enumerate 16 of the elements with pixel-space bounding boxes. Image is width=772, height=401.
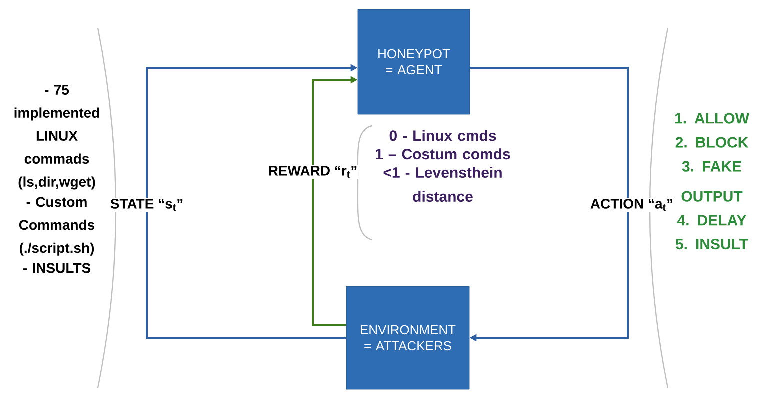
edge-label: ACTION “a$_{t}$” bbox=[589, 198, 675, 212]
edge-label: REWARD “r$_{t}$” bbox=[267, 165, 359, 179]
action-item: 5. INSULT bbox=[676, 238, 748, 250]
action-item: 4. DELAY bbox=[678, 215, 746, 226]
reward-note: 1 – Costum comds bbox=[376, 148, 510, 160]
list-item: - INSULTS bbox=[23, 263, 91, 274]
action-item: 2. BLOCK bbox=[676, 137, 749, 148]
list-item: - Custom Commands (./script.sh) bbox=[19, 197, 95, 256]
list-item: - 75 implemented LINUX commads (ls,dir,wget) bbox=[14, 85, 100, 190]
reward-note: 0 - Linux cmds bbox=[390, 130, 496, 142]
action-item: 1. ALLOW bbox=[675, 113, 750, 124]
edge-label: STATE “s$_{t}$” bbox=[109, 198, 185, 212]
action-item: 3. FAKE OUTPUT bbox=[682, 161, 743, 202]
reward-note: <1 - Levensthein distance bbox=[384, 167, 502, 202]
process-box: HONEYPOT = AGENT bbox=[358, 9, 470, 115]
process-box: ENVIRONMENT = ATTACKERS bbox=[346, 286, 470, 390]
